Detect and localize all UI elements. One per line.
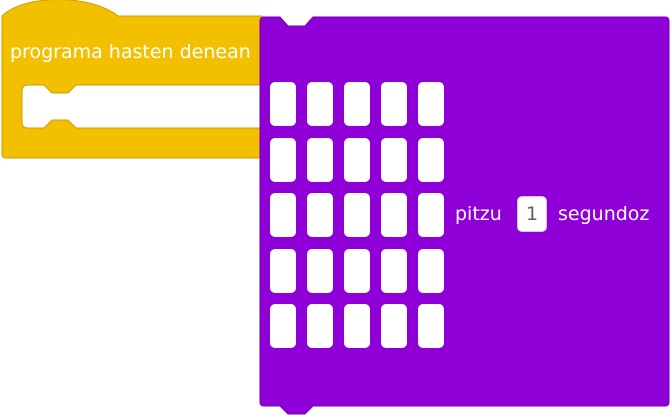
led-cell[interactable] <box>344 193 370 237</box>
led-cell[interactable] <box>270 138 296 182</box>
led-cell[interactable] <box>381 82 407 126</box>
led-cell[interactable] <box>307 138 333 182</box>
led-cell[interactable] <box>307 82 333 126</box>
led-cell[interactable] <box>270 82 296 126</box>
led-matrix[interactable] <box>270 82 450 348</box>
led-cell[interactable] <box>381 304 407 348</box>
seconds-input[interactable]: 1 <box>517 196 547 232</box>
led-cell[interactable] <box>270 193 296 237</box>
hat-block-label: programa hasten denean <box>10 41 251 63</box>
led-cell[interactable] <box>344 304 370 348</box>
led-cell[interactable] <box>344 249 370 293</box>
led-cell[interactable] <box>307 249 333 293</box>
led-cell[interactable] <box>270 304 296 348</box>
led-cell[interactable] <box>270 249 296 293</box>
led-cell[interactable] <box>418 249 444 293</box>
led-cell[interactable] <box>344 138 370 182</box>
led-cell[interactable] <box>344 82 370 126</box>
led-cell[interactable] <box>307 304 333 348</box>
led-cell[interactable] <box>418 304 444 348</box>
led-cell[interactable] <box>381 249 407 293</box>
led-cell[interactable] <box>307 193 333 237</box>
led-cell[interactable] <box>418 138 444 182</box>
led-cell[interactable] <box>418 193 444 237</box>
show-prefix-label: pitzu <box>455 203 502 225</box>
led-cell[interactable] <box>381 138 407 182</box>
show-suffix-label: segundoz <box>558 203 650 225</box>
led-cell[interactable] <box>418 82 444 126</box>
led-cell[interactable] <box>381 193 407 237</box>
